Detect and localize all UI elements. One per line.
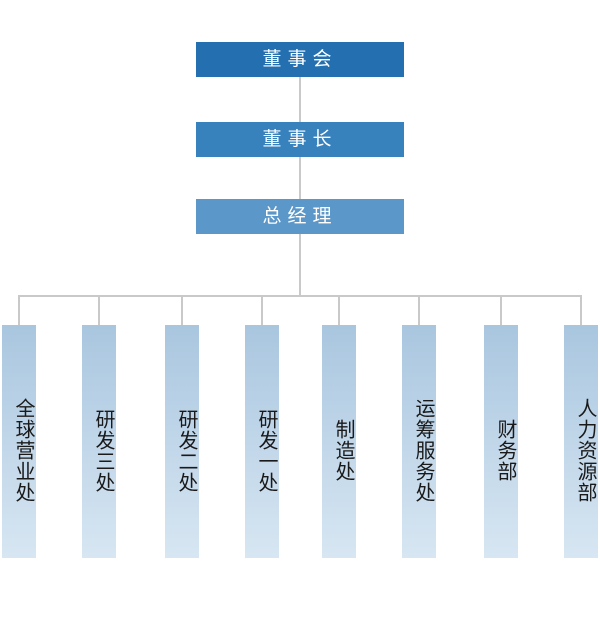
dept-human-resources: 人力资源部 <box>564 325 598 558</box>
connector-horizontal-bus <box>18 295 582 297</box>
dept-operations-service: 运筹服务处 <box>402 325 436 558</box>
general-manager-box: 总经理 <box>196 199 404 234</box>
dept-manufacturing: 制造处 <box>322 325 356 558</box>
connector-dept-2 <box>98 295 100 325</box>
connector-chairman-gm <box>299 157 301 199</box>
chairman-box: 董事长 <box>196 122 404 157</box>
connector-dept-1 <box>18 295 20 325</box>
dept-rd-1: 研发一处 <box>245 325 279 558</box>
connector-dept-6 <box>418 295 420 325</box>
connector-dept-4 <box>261 295 263 325</box>
board-box: 董事会 <box>196 42 404 77</box>
connector-dept-8 <box>580 295 582 325</box>
dept-global-sales: 全球营业处 <box>2 325 36 558</box>
connector-gm-bus <box>299 234 301 296</box>
dept-rd-3: 研发三处 <box>82 325 116 558</box>
connector-dept-3 <box>181 295 183 325</box>
dept-rd-2: 研发二处 <box>165 325 199 558</box>
connector-board-chairman <box>299 77 301 122</box>
dept-finance: 财务部 <box>484 325 518 558</box>
connector-dept-7 <box>500 295 502 325</box>
connector-dept-5 <box>338 295 340 325</box>
